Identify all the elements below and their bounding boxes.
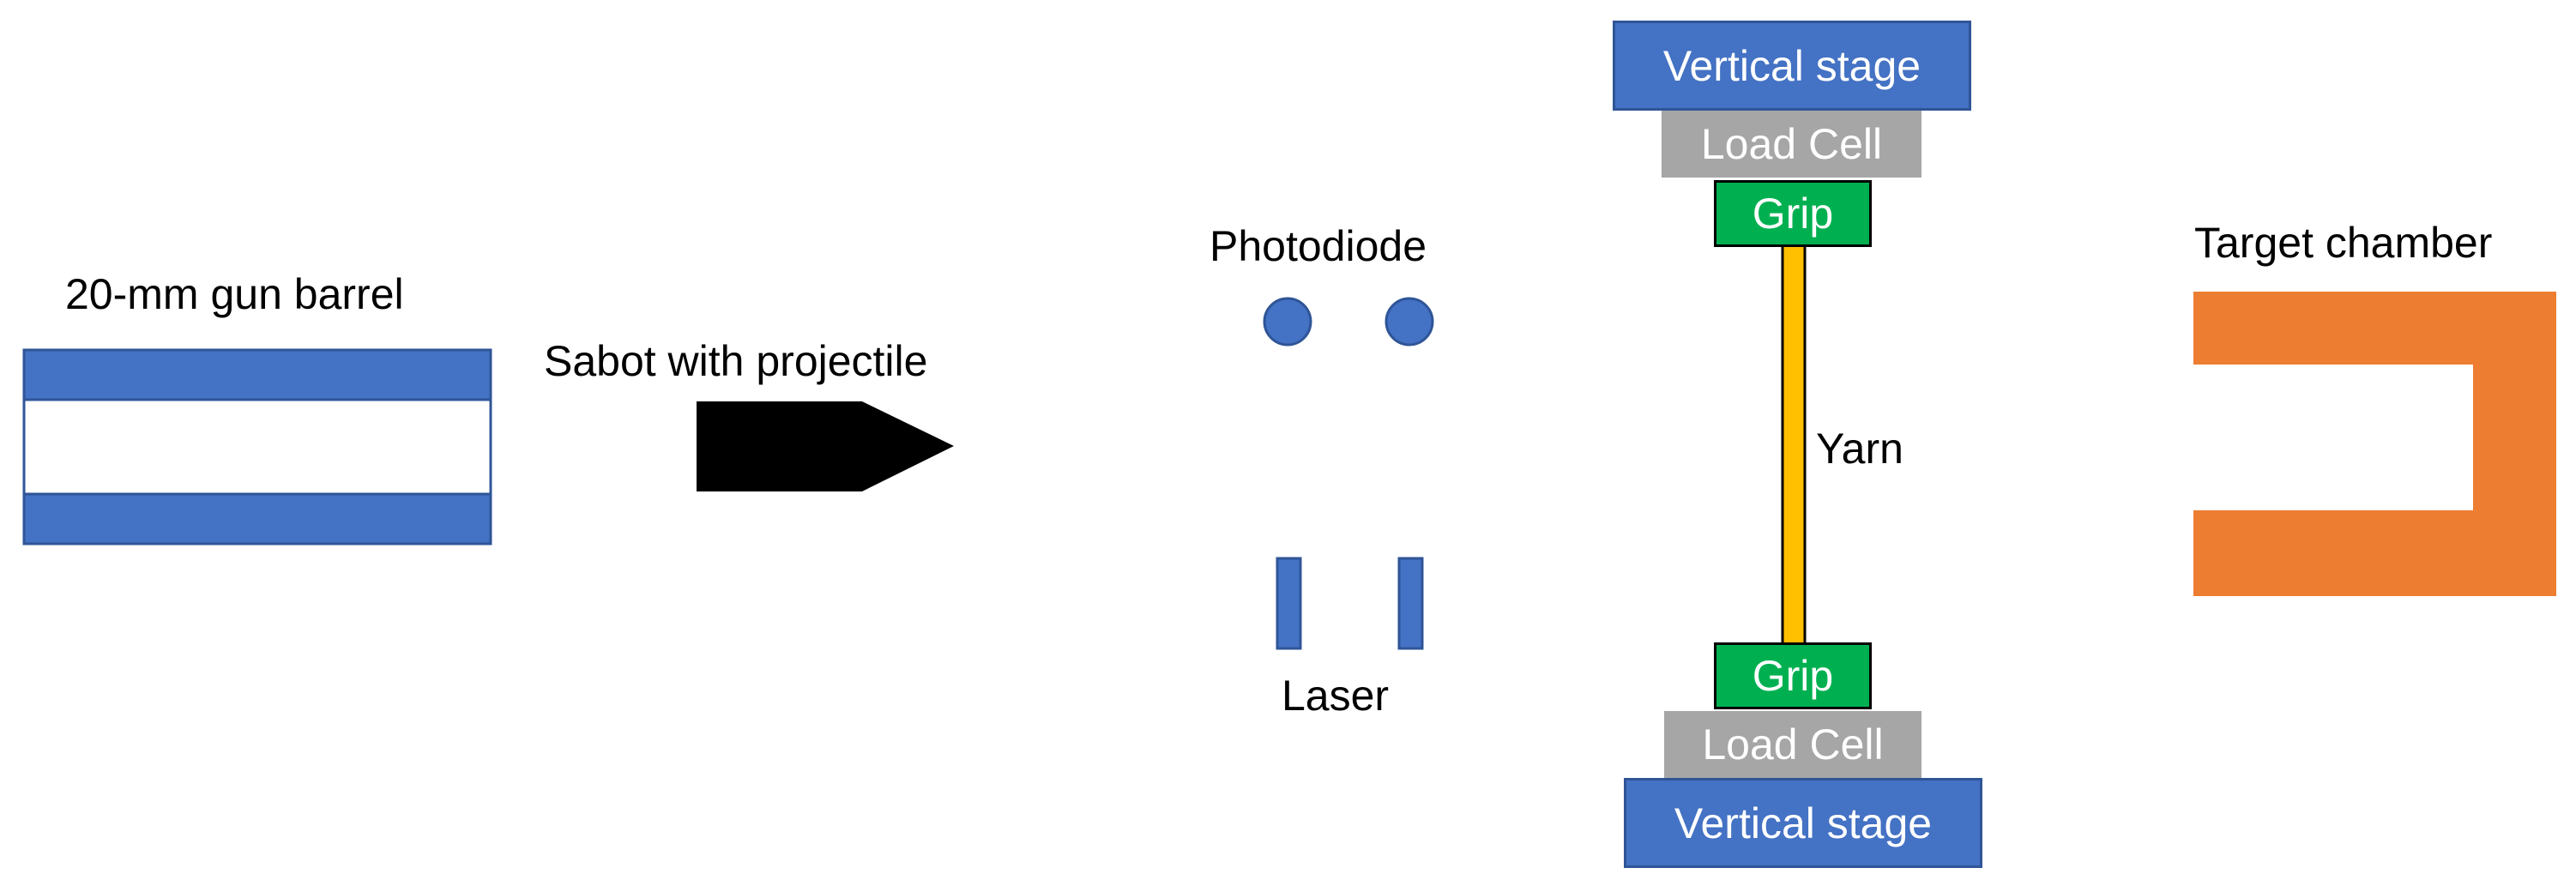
- top-vertical-stage: Vertical stage: [1613, 21, 1971, 111]
- target-chamber-shape: [2193, 292, 2556, 596]
- laser-left: [1276, 557, 1302, 650]
- bottom-grip: Grip: [1714, 642, 1872, 709]
- photodiode-left: [1263, 297, 1312, 347]
- sabot-label: Sabot with projectile: [544, 337, 928, 385]
- yarn-label: Yarn: [1816, 425, 1903, 473]
- top-load-cell: Load Cell: [1662, 111, 1921, 178]
- gun-barrel-top-wall: [22, 348, 492, 401]
- gun-barrel-bore: [22, 398, 492, 496]
- laser-label: Laser: [1282, 672, 1390, 720]
- sabot-projectile-shape: [697, 401, 954, 491]
- yarn-strand: [1781, 243, 1807, 647]
- target-chamber-label: Target chamber: [2194, 219, 2493, 267]
- photodiode-right: [1385, 297, 1434, 347]
- gun-barrel-bottom-wall: [22, 492, 492, 545]
- gun-barrel: [22, 348, 492, 545]
- laser-right: [1397, 557, 1424, 650]
- photodiode-label: Photodiode: [1210, 222, 1427, 270]
- bottom-vertical-stage: Vertical stage: [1624, 778, 1982, 868]
- bottom-load-cell: Load Cell: [1664, 711, 1921, 778]
- gun-barrel-label: 20-mm gun barrel: [65, 270, 404, 318]
- top-grip: Grip: [1714, 180, 1872, 247]
